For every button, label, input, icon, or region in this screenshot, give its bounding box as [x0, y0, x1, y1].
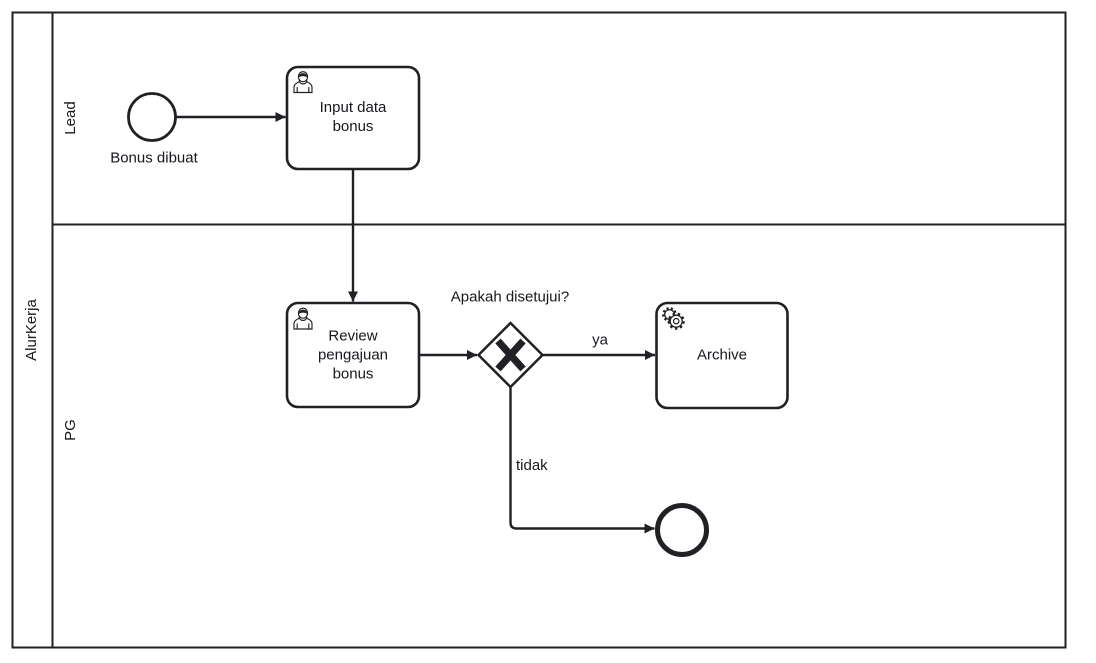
start-event[interactable]: [127, 92, 177, 142]
user-icon: [293, 71, 313, 94]
user-task-input-data-bonus[interactable]: [285, 65, 421, 171]
gateway-x-icon: [495, 338, 526, 372]
user-icon: [293, 307, 313, 330]
pool-boundary[interactable]: [11, 11, 1067, 649]
flow-gateway-to-end[interactable]: [509, 387, 655, 534]
user-task-review-pengajuan-bonus[interactable]: [285, 301, 421, 409]
service-task-archive[interactable]: [655, 301, 789, 410]
end-event[interactable]: [655, 503, 709, 557]
service-gear-icon: [662, 307, 685, 330]
